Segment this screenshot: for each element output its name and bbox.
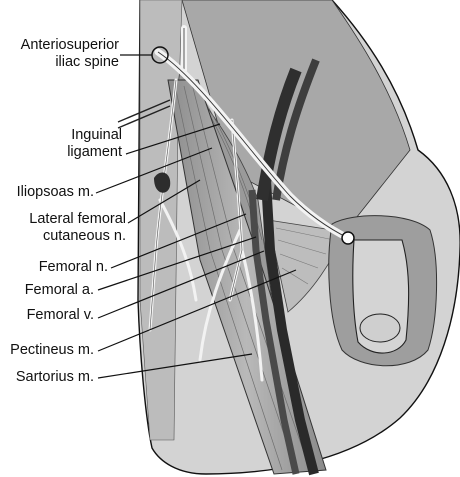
femoral-vein xyxy=(261,179,319,476)
pubic-tubercle-landmark xyxy=(341,231,355,245)
label-pectineus: Pectineus m. xyxy=(10,342,94,358)
label-sartorius: Sartorius m. xyxy=(15,369,94,385)
label-femoral-vein: Femoral v. xyxy=(26,307,94,323)
retractor xyxy=(117,99,171,129)
external-iliac xyxy=(256,67,302,201)
dark-nodule xyxy=(154,172,171,193)
label-asis: Anteriosuperior iliac spine xyxy=(20,37,119,70)
label-iliopsoas: Iliopsoas m. xyxy=(16,184,94,200)
femoral-artery xyxy=(248,189,300,475)
label-femoral-nerve: Femoral n. xyxy=(38,259,108,275)
label-femoral-artery: Femoral a. xyxy=(24,282,94,298)
leader-lines xyxy=(95,54,297,379)
label-lateral-femoral-cutaneous: Lateral femoral cutaneous n. xyxy=(29,211,126,244)
glans xyxy=(359,313,401,343)
label-inguinal-ligament: Inguinal ligament xyxy=(67,127,122,160)
